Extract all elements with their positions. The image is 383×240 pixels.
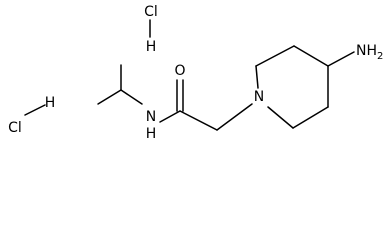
- bonds: [24, 19, 355, 131]
- salt-hydrogen-lower: H: [45, 95, 56, 111]
- atom-labels: O N N H NH2 Cl H H Cl: [8, 4, 383, 142]
- amino-subscript: 2: [377, 51, 383, 62]
- bond-carbonyl-to-ch2: [179, 110, 218, 131]
- bond-isopropyl-upper: [97, 89, 122, 105]
- bond-hcl-lower: [24, 104, 46, 116]
- salt-chlorine-upper: Cl: [144, 4, 158, 20]
- bond-ring-lower-left: [267, 106, 294, 129]
- atom-label-amide-hydrogen: H: [146, 126, 157, 142]
- bond-ring-upper-left: [255, 45, 295, 67]
- amino-nh: NH: [356, 43, 377, 59]
- bond-ch2-to-ring-n: [216, 103, 253, 131]
- salt-hydrogen-upper: H: [146, 39, 157, 55]
- bond-ring-top-right: [293, 45, 329, 67]
- bond-ring-lower-right: [292, 106, 329, 129]
- atom-label-amino-group: NH2: [356, 43, 383, 62]
- bond-ring-n-upper-left: [255, 65, 259, 89]
- bond-ring-to-nh2: [327, 51, 355, 67]
- atom-label-amide-nitrogen: N: [146, 109, 156, 125]
- atom-label-ring-nitrogen: N: [254, 89, 264, 105]
- bond-amide-n-to-carbonyl: [159, 110, 181, 123]
- bond-isopropyl-to-amide-n: [120, 89, 143, 105]
- chemical-structure: O N N H NH2 Cl H H Cl: [8, 4, 383, 142]
- salt-chlorine-lower: Cl: [8, 120, 22, 136]
- atom-label-oxygen: O: [174, 63, 185, 79]
